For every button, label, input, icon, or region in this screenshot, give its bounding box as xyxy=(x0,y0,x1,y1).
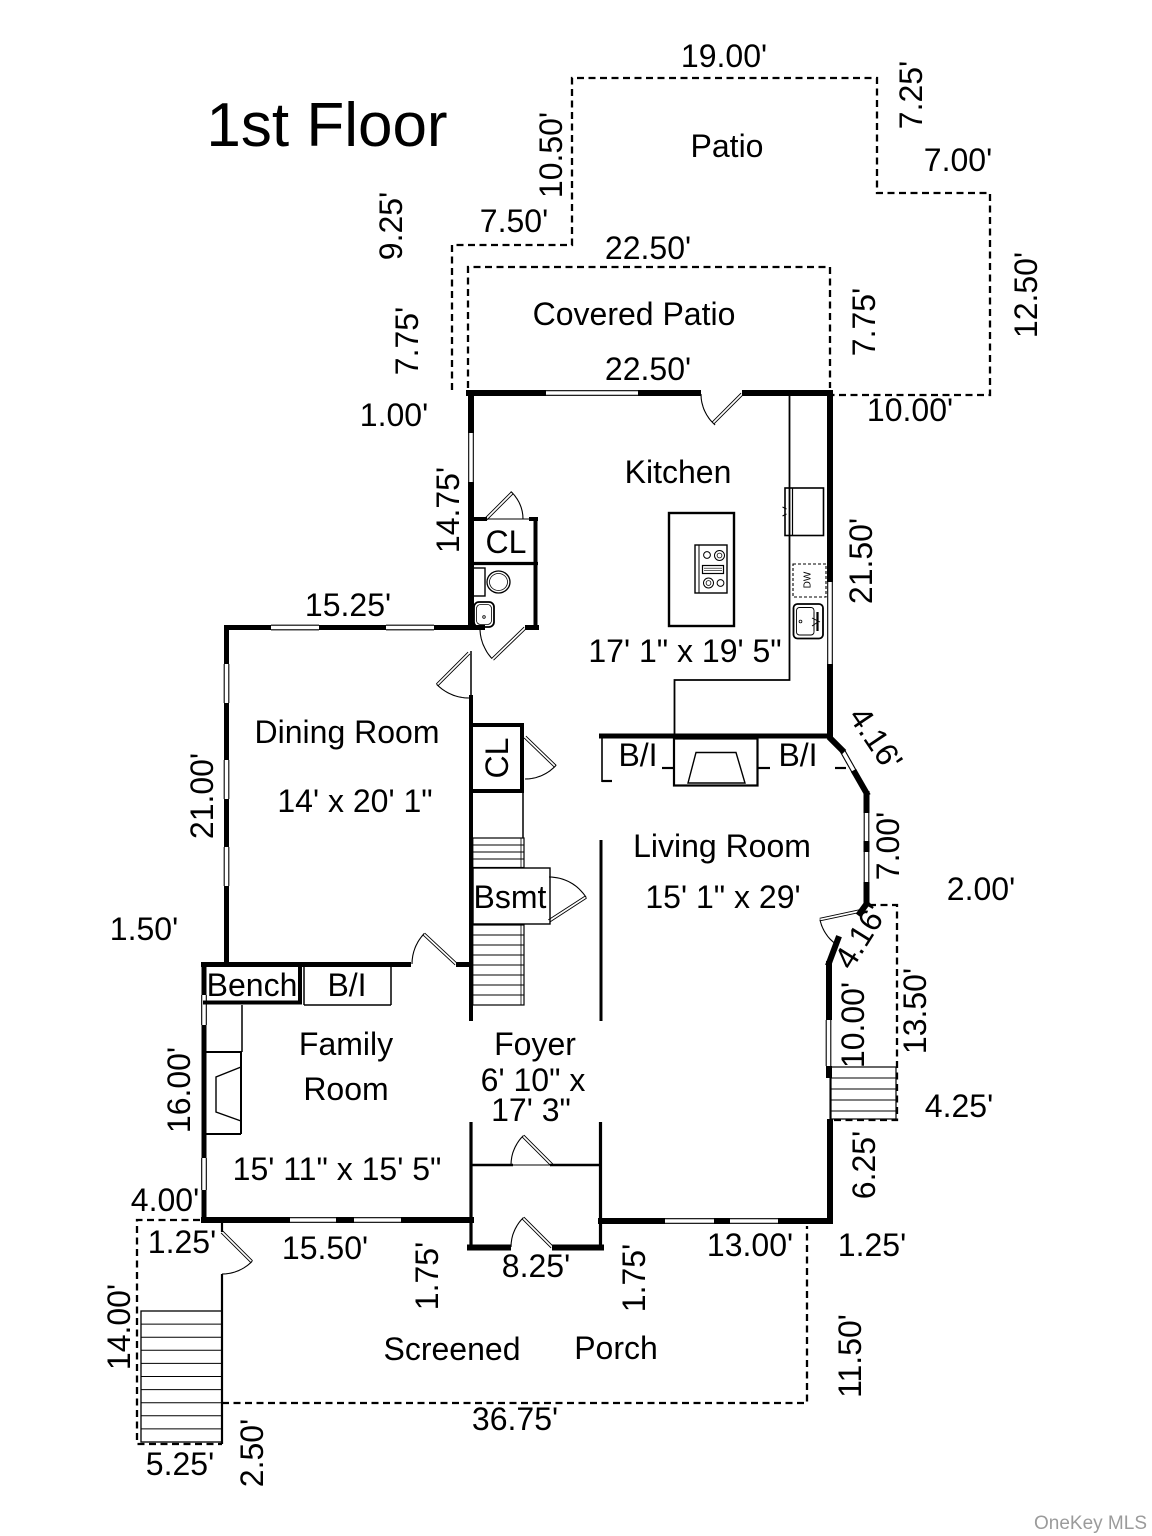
svg-text:1.25': 1.25' xyxy=(148,1224,216,1260)
svg-text:6' 10" x: 6' 10" x xyxy=(481,1062,586,1098)
svg-text:1.50': 1.50' xyxy=(110,911,178,947)
svg-text:14' x 20' 1": 14' x 20' 1" xyxy=(277,783,432,819)
svg-text:Covered Patio: Covered Patio xyxy=(533,296,736,332)
svg-text:16.00': 16.00' xyxy=(161,1047,197,1133)
svg-text:7.25': 7.25' xyxy=(893,61,929,129)
svg-text:15' 11" x 15' 5": 15' 11" x 15' 5" xyxy=(233,1151,442,1187)
svg-text:Patio: Patio xyxy=(691,128,764,164)
svg-text:Family: Family xyxy=(299,1026,393,1062)
svg-text:7.75': 7.75' xyxy=(846,288,882,356)
svg-text:11.50': 11.50' xyxy=(832,1314,868,1398)
svg-text:10.00': 10.00' xyxy=(867,392,953,428)
svg-text:7.50': 7.50' xyxy=(480,203,548,239)
svg-text:7.75': 7.75' xyxy=(389,307,425,375)
svg-text:Screened: Screened xyxy=(384,1331,521,1367)
svg-text:2.50': 2.50' xyxy=(234,1419,270,1487)
svg-text:13.00': 13.00' xyxy=(707,1227,793,1263)
svg-text:1st Floor: 1st Floor xyxy=(206,91,447,160)
svg-text:1.00': 1.00' xyxy=(360,397,428,433)
svg-text:Room: Room xyxy=(303,1071,388,1107)
svg-text:1.25': 1.25' xyxy=(838,1227,906,1263)
svg-text:14.75': 14.75' xyxy=(430,467,466,553)
svg-text:10.50': 10.50' xyxy=(533,112,569,198)
svg-text:Kitchen: Kitchen xyxy=(625,454,732,490)
svg-text:6.25': 6.25' xyxy=(846,1131,882,1199)
svg-text:CL: CL xyxy=(486,524,527,560)
svg-text:15.25': 15.25' xyxy=(305,587,391,623)
svg-text:Porch: Porch xyxy=(574,1330,658,1366)
svg-text:17' 1" x 19' 5": 17' 1" x 19' 5" xyxy=(588,633,781,669)
svg-text:Foyer: Foyer xyxy=(494,1026,576,1062)
svg-text:DW: DW xyxy=(803,571,814,588)
svg-text:Bsmt: Bsmt xyxy=(474,879,547,915)
svg-text:15.50': 15.50' xyxy=(282,1230,368,1266)
svg-text:1.75': 1.75' xyxy=(616,1244,652,1312)
svg-text:1.75': 1.75' xyxy=(409,1242,445,1310)
svg-text:12.50': 12.50' xyxy=(1008,252,1044,338)
svg-text:22.50': 22.50' xyxy=(605,230,691,266)
svg-text:Living Room: Living Room xyxy=(633,828,811,864)
svg-text:B/I: B/I xyxy=(618,737,657,773)
svg-text:4.00': 4.00' xyxy=(131,1182,199,1218)
svg-text:13.50': 13.50' xyxy=(897,968,933,1054)
svg-text:19.00': 19.00' xyxy=(681,38,767,74)
svg-text:8.25': 8.25' xyxy=(502,1248,570,1284)
svg-text:7.00': 7.00' xyxy=(870,812,906,880)
svg-text:15' 1" x 29': 15' 1" x 29' xyxy=(645,879,800,915)
svg-text:2.00': 2.00' xyxy=(947,871,1015,907)
svg-text:CL: CL xyxy=(479,738,515,779)
svg-text:Bench: Bench xyxy=(207,967,298,1003)
svg-text:21.50': 21.50' xyxy=(843,518,879,604)
svg-text:22.50': 22.50' xyxy=(605,351,691,387)
svg-text:14.00': 14.00' xyxy=(101,1284,137,1370)
svg-text:Dining Room: Dining Room xyxy=(255,714,440,750)
svg-text:5.25': 5.25' xyxy=(146,1446,214,1482)
svg-text:36.75': 36.75' xyxy=(472,1401,558,1437)
svg-text:21.00': 21.00' xyxy=(184,753,220,839)
svg-text:B/I: B/I xyxy=(778,737,817,773)
svg-text:17' 3": 17' 3" xyxy=(491,1092,571,1128)
svg-text:B/I: B/I xyxy=(327,967,366,1003)
svg-text:4.25': 4.25' xyxy=(925,1088,993,1124)
svg-text:7.00': 7.00' xyxy=(924,142,992,178)
svg-text:10.00': 10.00' xyxy=(835,982,871,1068)
svg-text:9.25': 9.25' xyxy=(373,192,409,260)
svg-text:OneKey MLS: OneKey MLS xyxy=(1034,1513,1147,1534)
